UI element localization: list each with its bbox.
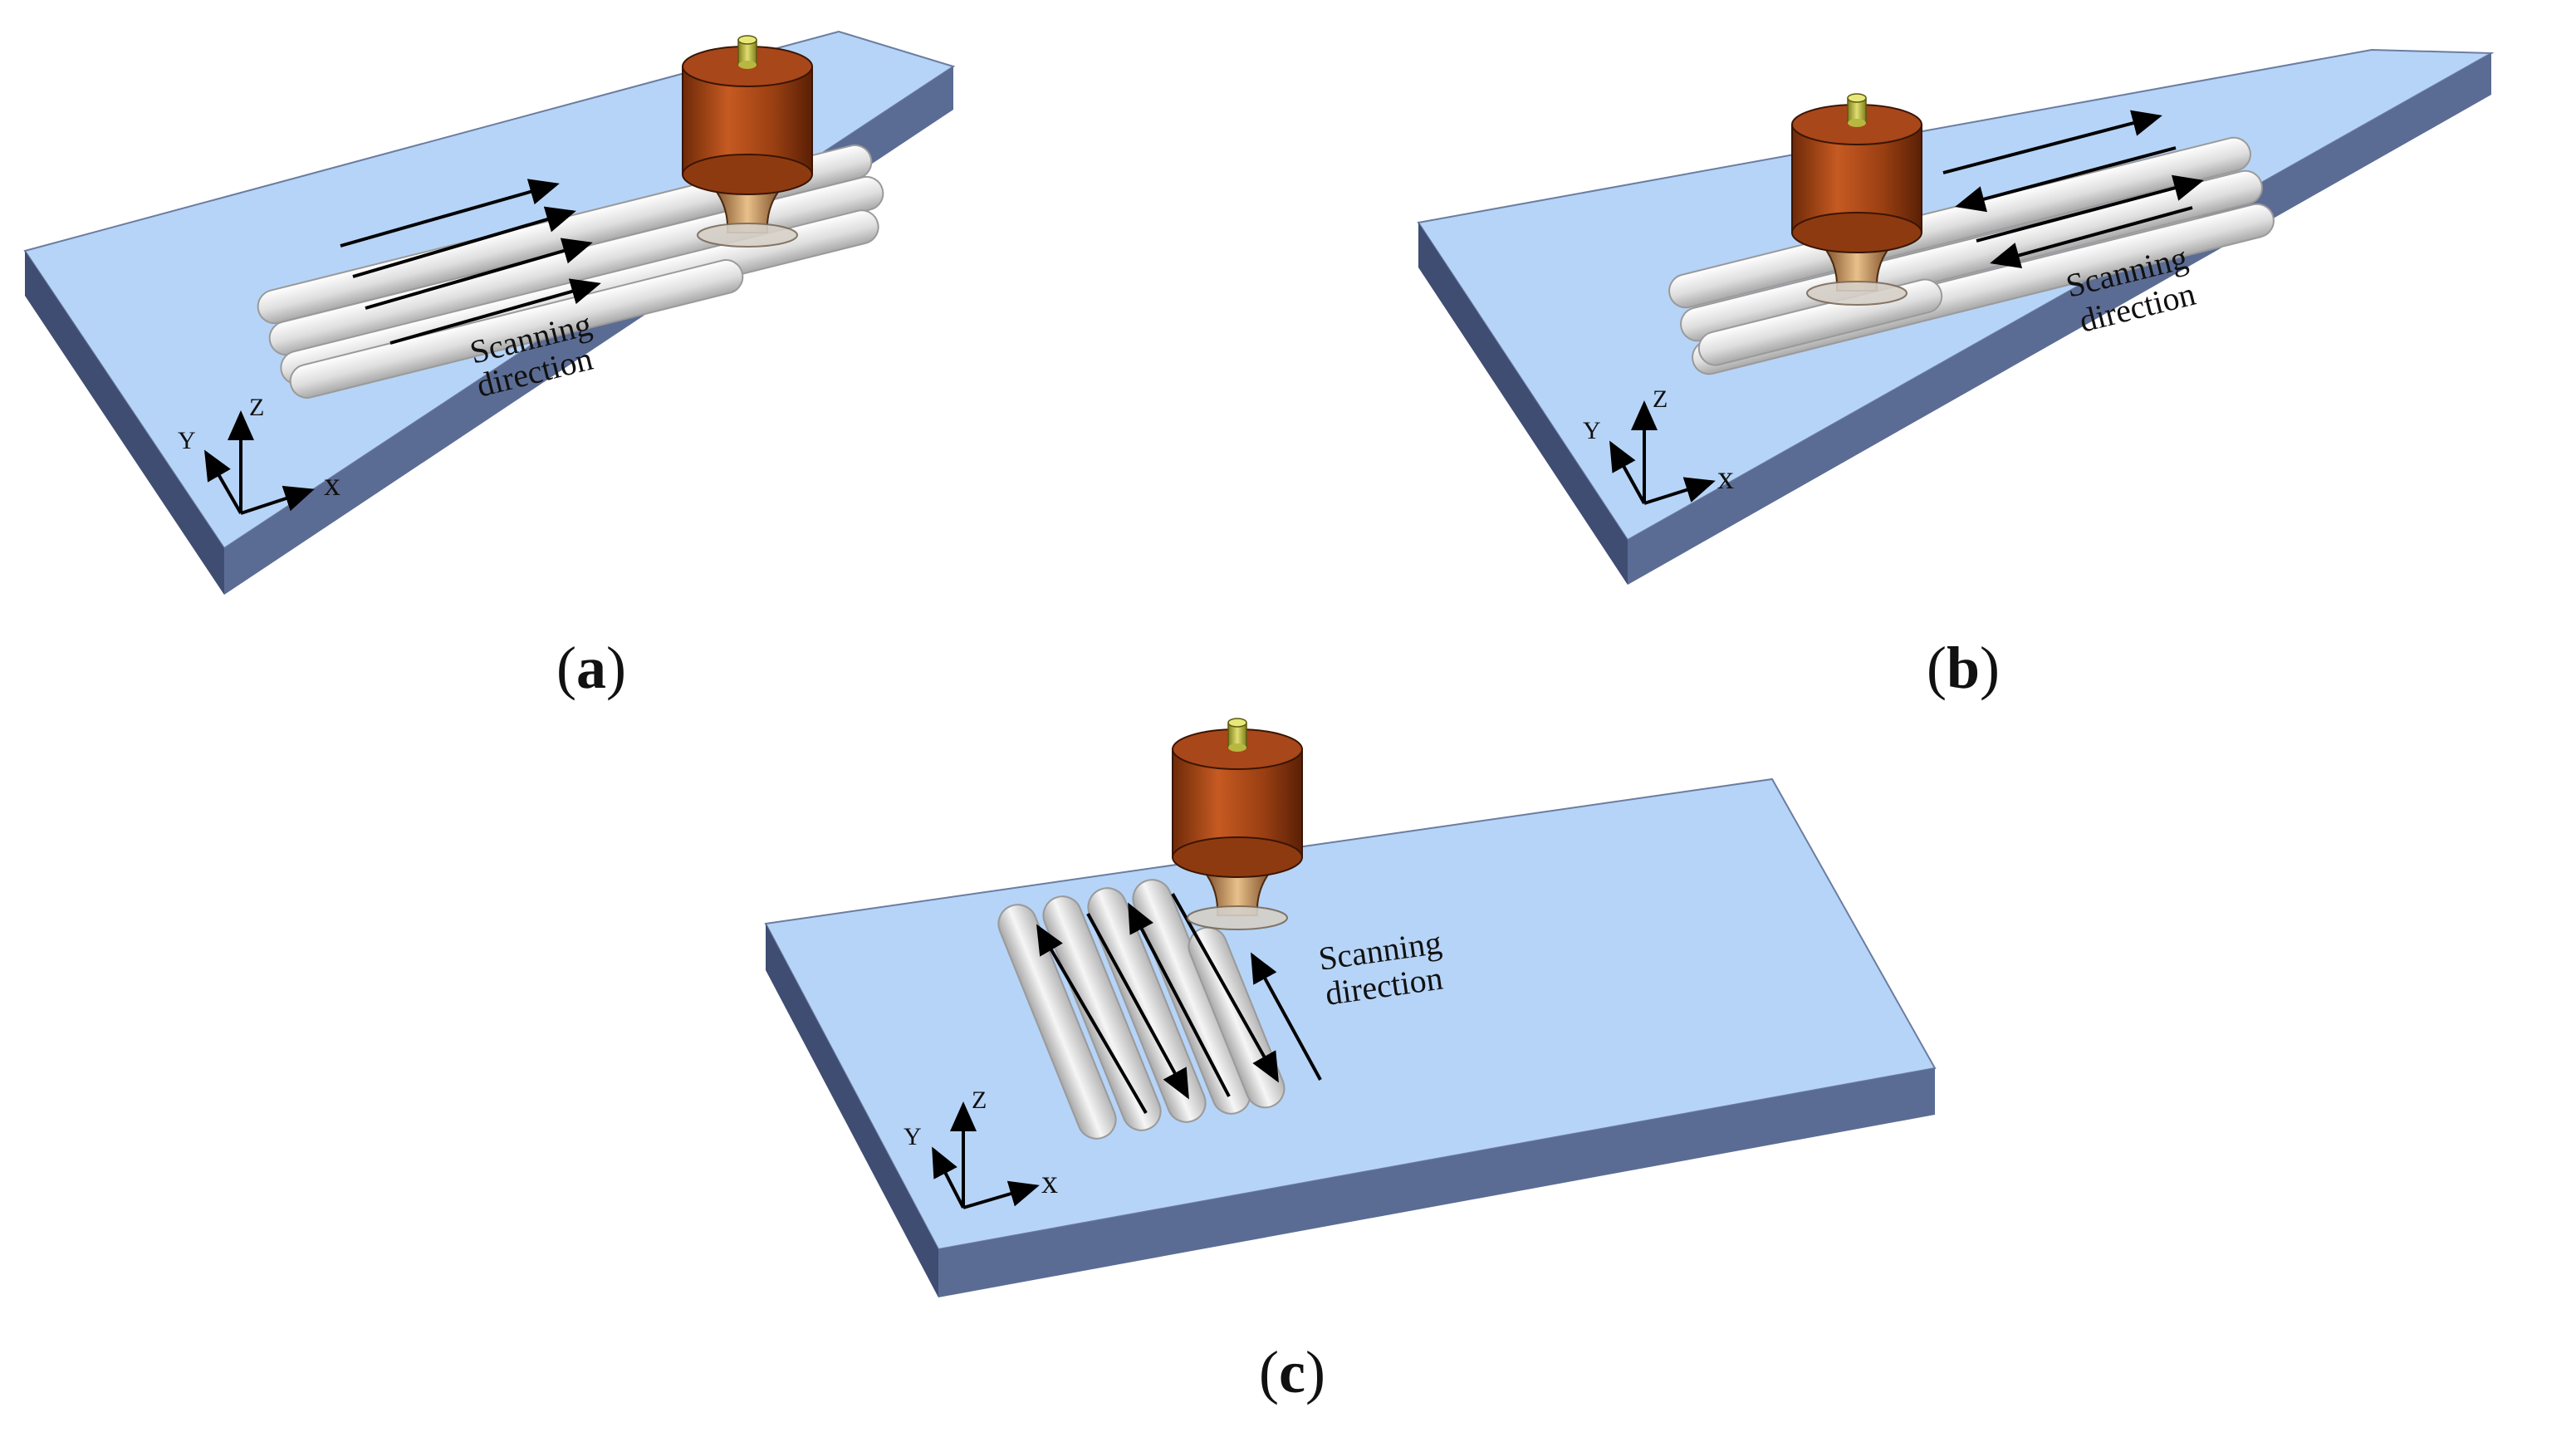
arrow-icon xyxy=(1251,952,1322,1081)
coordinate-axes-icon: Z Y x xyxy=(1583,385,1734,505)
coordinate-axes-icon: Z Y x xyxy=(904,1086,1058,1209)
scan-arrows xyxy=(340,179,601,345)
panel-a: Scanning direction Z Y x (a) xyxy=(23,30,956,701)
axis-z-label: Z xyxy=(249,394,264,421)
arrow-icon xyxy=(352,206,576,278)
panel-b: Scanning direction Z Y x (b) xyxy=(1417,48,2495,701)
scan-arrows xyxy=(1036,893,1322,1115)
axis-x-label: x xyxy=(1041,1163,1058,1200)
arrow-icon xyxy=(1942,110,2162,174)
axis-x-label: x xyxy=(1717,459,1734,496)
arrow-icon xyxy=(389,278,601,345)
panel-caption-b: (b) xyxy=(1927,635,2000,701)
arrow-icon xyxy=(365,238,593,310)
substrate-plate xyxy=(1417,48,2495,585)
arrow-icon xyxy=(1036,924,1148,1115)
arrow-icon xyxy=(1128,902,1231,1097)
panel-caption-a: (a) xyxy=(556,635,626,701)
coordinate-axes-icon: Z Y x xyxy=(178,394,340,515)
axis-z-label: Z xyxy=(972,1086,987,1114)
axis-x-label: x xyxy=(324,465,340,503)
axis-y-label: Y xyxy=(1583,417,1601,444)
arrow-icon xyxy=(1990,206,2193,268)
arrow-icon xyxy=(1171,893,1279,1083)
axis-y-label: Y xyxy=(178,427,196,454)
panel-c: Scanning direction Z Y x (c) xyxy=(764,718,1937,1405)
substrate-plate xyxy=(764,777,1937,1297)
axis-z-label: Z xyxy=(1653,385,1668,413)
arrow-icon xyxy=(1976,174,2204,243)
axis-y-label: Y xyxy=(904,1123,922,1150)
arrow-icon xyxy=(1086,913,1189,1100)
scan-arrows xyxy=(1942,110,2204,268)
arrow-icon xyxy=(340,179,560,248)
panel-caption-c: (c) xyxy=(1259,1339,1325,1405)
arrow-icon xyxy=(1955,146,2177,213)
